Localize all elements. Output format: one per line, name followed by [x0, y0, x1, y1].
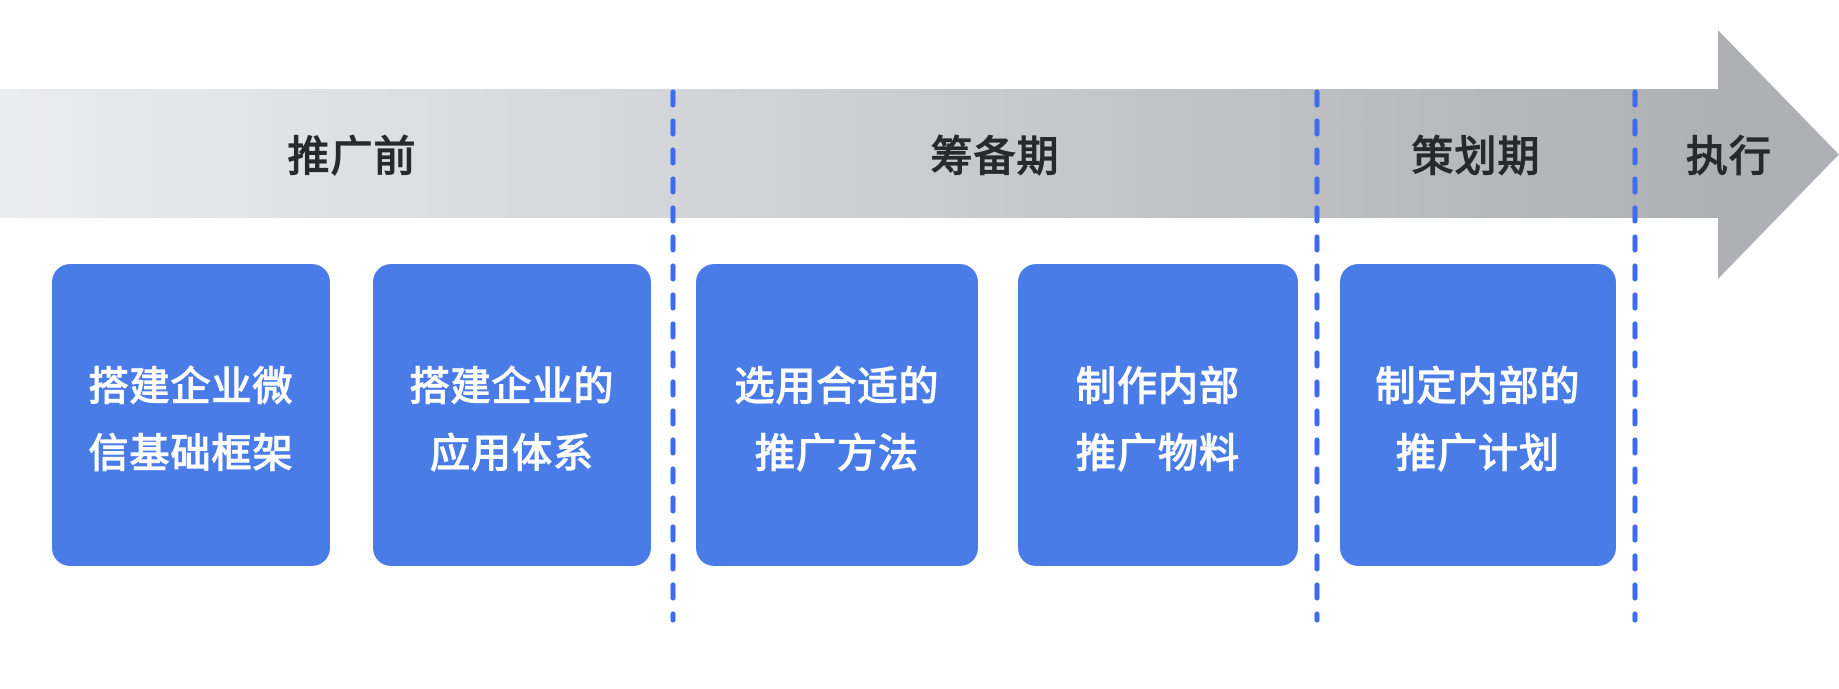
- phase-label-2: 筹备期: [930, 132, 1060, 181]
- process-step-card-4: 制作内部推广物料: [1018, 264, 1298, 566]
- phase-divider-dashed-line-2: [1314, 89, 1320, 623]
- timeline-arrow-band: [0, 89, 1718, 218]
- phase-label-3: 策划期: [1411, 132, 1541, 181]
- step-text-line: 制定内部的: [1375, 364, 1581, 410]
- timeline-arrow-head: [1718, 30, 1839, 279]
- step-text-line: 选用合适的: [734, 364, 940, 410]
- step-text-line: 搭建企业的: [409, 364, 615, 410]
- phase-label-1: 推广前: [287, 132, 417, 181]
- step-text-line: 推广物料: [1076, 431, 1240, 477]
- process-step-card-3: 选用合适的推广方法: [696, 264, 978, 566]
- phase-divider-dashed-line-1: [670, 89, 676, 623]
- step-text-line: 应用体系: [430, 431, 594, 477]
- step-text-line: 推广计划: [1396, 431, 1560, 477]
- step-text-line: 信基础框架: [88, 431, 294, 477]
- process-step-card-2: 搭建企业的应用体系: [373, 264, 651, 566]
- step-text-line: 搭建企业微: [88, 364, 294, 410]
- phase-label-4: 执行: [1685, 132, 1773, 181]
- step-text-line: 推广方法: [755, 431, 919, 477]
- process-step-card-1: 搭建企业微信基础框架: [52, 264, 330, 566]
- phase-divider-dashed-line-3: [1632, 89, 1638, 623]
- process-step-card-5: 制定内部的推广计划: [1340, 264, 1616, 566]
- step-text-line: 制作内部: [1076, 364, 1240, 410]
